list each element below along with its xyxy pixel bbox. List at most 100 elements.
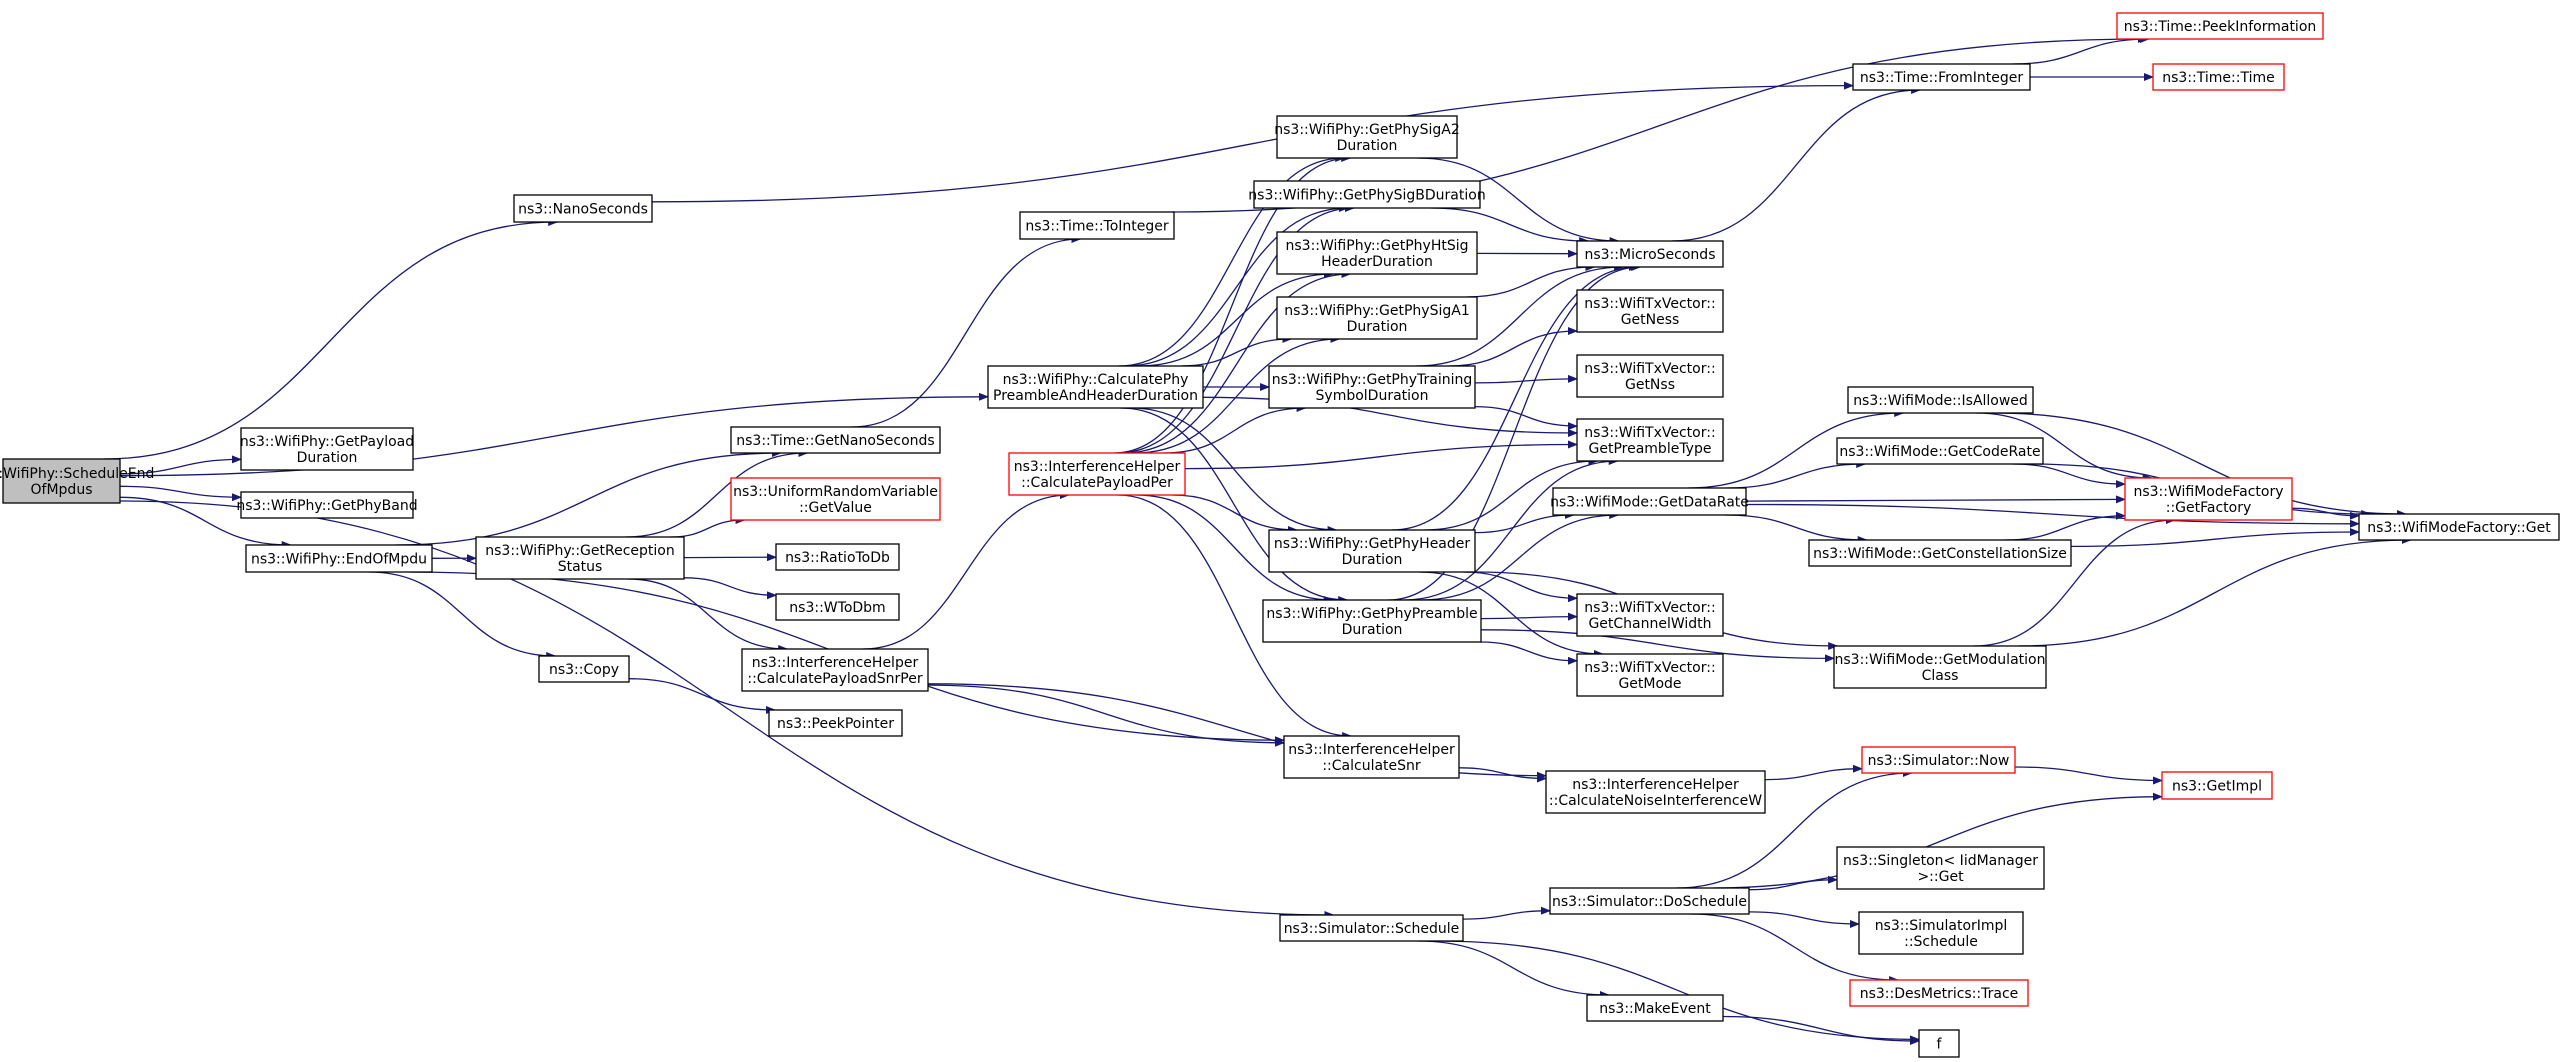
node-calcsnr[interactable]: ns3::InterferenceHelper::CalculateSnr bbox=[1283, 735, 1460, 779]
node-wmfgetfactory[interactable]: ns3::WifiModeFactory::GetFactory bbox=[2124, 477, 2293, 521]
node-makeevent[interactable]: ns3::MakeEvent bbox=[1586, 994, 1724, 1022]
node-label: ::Schedule bbox=[1904, 934, 1978, 950]
edge-calcpreambleheader-to-getphyhtsig bbox=[1139, 270, 1334, 367]
node-box bbox=[1253, 180, 1481, 209]
node-label: HeaderDuration bbox=[1321, 254, 1433, 270]
edge-getreceptionstatus-to-gettnanoseconds bbox=[625, 449, 809, 538]
node-desmetrics[interactable]: ns3::DesMetrics::Trace bbox=[1849, 979, 2029, 1007]
edge-getphypreamble-to-getdatarate bbox=[1420, 511, 1620, 601]
node-label: ns3::WifiTxVector:: bbox=[1584, 361, 1715, 377]
node-label: ns3::WifiMode::GetDataRate bbox=[1550, 495, 1749, 511]
node-getimpl[interactable]: ns3::GetImpl bbox=[2161, 771, 2273, 800]
node-getcoderate[interactable]: ns3::WifiMode::GetCodeRate bbox=[1836, 437, 2044, 465]
edge-fromint-to-peekinfo bbox=[2012, 35, 2150, 65]
node-box bbox=[2161, 771, 2273, 800]
node-getchannelwidth[interactable]: ns3::WifiTxVector::GetChannelWidth bbox=[1576, 593, 1724, 637]
node-calcnoiseinterf[interactable]: ns3::InterferenceHelper::CalculateNoiseI… bbox=[1545, 770, 1766, 814]
node-calcpayloadsnrper[interactable]: ns3::InterferenceHelper::CalculatePayloa… bbox=[741, 648, 929, 692]
node-label: ns3::WifiMode::GetCodeRate bbox=[1839, 444, 2040, 460]
edge-getcoderate-to-wmfgetfactory bbox=[2012, 463, 2126, 489]
node-timetointeger[interactable]: ns3::Time::ToInteger bbox=[1019, 211, 1175, 240]
node-isallowed[interactable]: ns3::WifiMode::IsAllowed bbox=[1847, 386, 2034, 414]
edge-getconstsize-to-wmfgetfactory bbox=[2004, 511, 2126, 541]
node-singletonget[interactable]: ns3::Singleton< IidManager >::Get bbox=[1836, 846, 2045, 890]
edge-calcpayloadsnrper-to-calcpayloadper bbox=[863, 491, 1070, 650]
node-label: ns3::WifiTxVector:: bbox=[1584, 296, 1715, 312]
node-calcpreambleheader[interactable]: ns3::WifiPhy::CalculatePhyPreambleAndHea… bbox=[987, 365, 1204, 409]
node-peekpointer[interactable]: ns3::PeekPointer bbox=[768, 709, 903, 737]
node-getphysigb[interactable]: ns3::WifiPhy::GetPhySigBDuration bbox=[1248, 180, 1486, 209]
node-endofmpdu[interactable]: ns3::WifiPhy::EndOfMpdu bbox=[245, 544, 433, 573]
node-box bbox=[513, 194, 653, 223]
edges-layer bbox=[103, 35, 2412, 1045]
node-ratiotodb[interactable]: ns3::RatioToDb bbox=[775, 543, 900, 571]
node-wtodbm[interactable]: ns3::WToDbm bbox=[775, 593, 900, 621]
node-box bbox=[1847, 386, 2034, 414]
edge-getphytraining-to-getnss bbox=[1474, 374, 1578, 384]
node-box bbox=[1545, 770, 1766, 814]
node-label: GetChannelWidth bbox=[1588, 616, 1711, 632]
edge-makeevent-to-f bbox=[1722, 1015, 1920, 1045]
node-gettnanoseconds[interactable]: ns3::Time::GetNanoSeconds bbox=[730, 426, 941, 454]
node-getpreambletype[interactable]: ns3::WifiTxVector::GetPreambleType bbox=[1576, 418, 1724, 462]
node-label: Duration bbox=[1342, 552, 1403, 568]
node-label: ::CalculateSnr bbox=[1322, 758, 1421, 774]
edge-root-to-getpayloadduration bbox=[119, 455, 242, 475]
edge-calcpayloadper-to-getpreambletype bbox=[1184, 440, 1578, 470]
node-label: Duration bbox=[1342, 622, 1403, 638]
node-box bbox=[2116, 12, 2324, 40]
node-fromint[interactable]: ns3::Time::FromInteger bbox=[1852, 63, 2031, 91]
node-timetime[interactable]: ns3::Time::Time bbox=[2152, 63, 2285, 91]
edge-simschedule-to-f bbox=[1435, 940, 1920, 1044]
node-box bbox=[1833, 645, 2047, 689]
node-box bbox=[1836, 846, 2045, 890]
node-label: ns3::WifiPhy::GetPhySigBDuration bbox=[1248, 188, 1485, 204]
node-box bbox=[1008, 452, 1186, 496]
edge-calcpayloadsnrper-to-calcsnr bbox=[927, 684, 1285, 747]
node-peekinfo[interactable]: ns3::Time::PeekInformation bbox=[2116, 12, 2324, 40]
node-label: SymbolDuration bbox=[1316, 388, 1429, 404]
node-microseconds[interactable]: ns3::MicroSeconds bbox=[1576, 240, 1724, 268]
node-label: GetNess bbox=[1621, 312, 1680, 328]
node-getphytraining[interactable]: ns3::WifiPhy::GetPhyTrainingSymbolDurati… bbox=[1268, 365, 1476, 409]
node-getconstsize[interactable]: ns3::WifiMode::GetConstellationSize bbox=[1808, 539, 2072, 567]
node-getnss[interactable]: ns3::WifiTxVector::GetNss bbox=[1576, 354, 1724, 398]
node-label: ns3::WifiPhy::GetPhyTraining bbox=[1272, 372, 1473, 388]
node-box bbox=[1849, 979, 2029, 1007]
edge-getphypreamble-to-getmodclass bbox=[1480, 629, 1835, 663]
node-getness[interactable]: ns3::WifiTxVector::GetNess bbox=[1576, 289, 1724, 333]
node-simschedule[interactable]: ns3::Simulator::Schedule bbox=[1279, 914, 1464, 942]
edge-calcpayloadper-to-calcsnr bbox=[1117, 494, 1353, 740]
node-label: ns3::InterferenceHelper bbox=[1014, 459, 1181, 475]
node-label: ns3::SimulatorImpl bbox=[1875, 918, 2008, 934]
edge-getphypreamble-to-getchannelwidth bbox=[1480, 612, 1578, 621]
node-label: GetMode bbox=[1618, 676, 1681, 692]
node-label: ns3::InterferenceHelper bbox=[1572, 777, 1739, 793]
node-getphyband[interactable]: ns3::WifiPhy::GetPhyBand bbox=[236, 491, 418, 519]
node-getmode[interactable]: ns3::WifiTxVector::GetMode bbox=[1576, 653, 1724, 697]
node-doschedule[interactable]: ns3::Simulator::DoSchedule bbox=[1549, 887, 1750, 915]
node-box bbox=[1262, 599, 1482, 643]
node-simimplschedule[interactable]: ns3::SimulatorImpl::Schedule bbox=[1858, 911, 2024, 955]
node-f[interactable]: f bbox=[1918, 1029, 1960, 1058]
node-box bbox=[768, 709, 903, 737]
node-getdatarate[interactable]: ns3::WifiMode::GetDataRate bbox=[1550, 487, 1749, 516]
node-nanoseconds[interactable]: ns3::NanoSeconds bbox=[513, 194, 653, 223]
node-wmfget[interactable]: ns3::WifiModeFactory::Get bbox=[2358, 513, 2560, 541]
node-simnow[interactable]: ns3::Simulator::Now bbox=[1861, 746, 2016, 774]
node-calcpayloadper[interactable]: ns3::InterferenceHelper::CalculatePayloa… bbox=[1008, 452, 1186, 496]
node-uniformrandom[interactable]: ns3::UniformRandomVariable::GetValue bbox=[730, 477, 941, 521]
node-copy[interactable]: ns3::Copy bbox=[538, 655, 630, 683]
edge-calcpreambleheader-to-getphyheader bbox=[1130, 407, 1338, 534]
node-box bbox=[730, 477, 941, 521]
